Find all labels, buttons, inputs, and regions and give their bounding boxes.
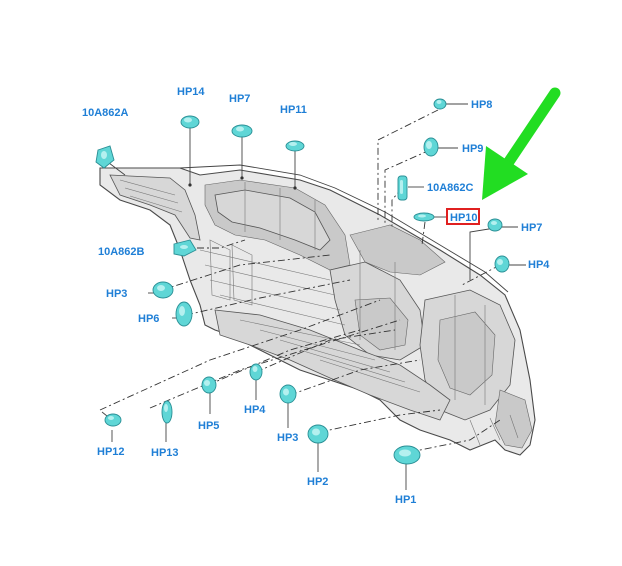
plug-hp11[interactable] <box>285 140 305 152</box>
plug-hp3-bottom[interactable] <box>279 384 297 404</box>
plug-hp1[interactable] <box>393 445 421 465</box>
plug-10a862a[interactable] <box>95 145 115 169</box>
label-10a862b[interactable]: 10A862B <box>98 246 145 258</box>
body-side-panel <box>99 164 536 456</box>
plug-hp5[interactable] <box>201 376 217 394</box>
plug-hp12[interactable] <box>104 413 122 427</box>
label-hp14[interactable]: HP14 <box>177 86 205 98</box>
label-hp3-bottom[interactable]: HP3 <box>277 432 298 444</box>
plug-hp2[interactable] <box>307 424 329 444</box>
label-hp6[interactable]: HP6 <box>138 313 159 325</box>
plug-hp4-right[interactable] <box>494 255 510 273</box>
label-hp9[interactable]: HP9 <box>462 143 483 155</box>
label-hp4-bottom[interactable]: HP4 <box>244 404 266 416</box>
label-hp11[interactable]: HP11 <box>280 104 307 116</box>
plug-hp6[interactable] <box>175 301 193 327</box>
plug-hp13[interactable] <box>161 400 173 424</box>
leader-lines <box>99 103 526 490</box>
plug-hp7-right[interactable] <box>487 218 503 232</box>
label-10a862c[interactable]: 10A862C <box>427 182 474 194</box>
plug-hp8[interactable] <box>433 98 447 110</box>
label-hp7-top[interactable]: HP7 <box>229 93 250 105</box>
plug-hp9[interactable] <box>423 137 439 157</box>
plug-hp3-left[interactable] <box>152 281 174 299</box>
label-hp7-right[interactable]: HP7 <box>521 222 542 234</box>
plug-hp4-bottom[interactable] <box>249 363 263 381</box>
label-hp5[interactable]: HP5 <box>198 420 219 432</box>
label-hp1[interactable]: HP1 <box>395 494 416 506</box>
label-hp3-left[interactable]: HP3 <box>106 288 127 300</box>
plug-hp7-top[interactable] <box>231 124 253 138</box>
green-arrow-icon <box>482 87 561 200</box>
label-hp2[interactable]: HP2 <box>307 476 328 488</box>
label-hp10[interactable]: HP10 <box>450 212 478 224</box>
plug-10a862b[interactable] <box>173 239 197 257</box>
hp10-highlight-box <box>446 208 480 225</box>
label-hp13[interactable]: HP13 <box>151 447 179 459</box>
callout-labels: HP14 HP7 HP11 10A862A HP8 HP9 10A862C HP… <box>82 86 550 506</box>
label-hp8[interactable]: HP8 <box>471 99 492 111</box>
label-hp4-right[interactable]: HP4 <box>528 259 550 271</box>
plug-10a862c[interactable] <box>397 175 408 201</box>
plug-hp10[interactable] <box>413 212 435 222</box>
label-10a862a[interactable]: 10A862A <box>82 107 129 119</box>
label-hp12[interactable]: HP12 <box>97 446 125 458</box>
plug-hp14[interactable] <box>180 115 200 129</box>
